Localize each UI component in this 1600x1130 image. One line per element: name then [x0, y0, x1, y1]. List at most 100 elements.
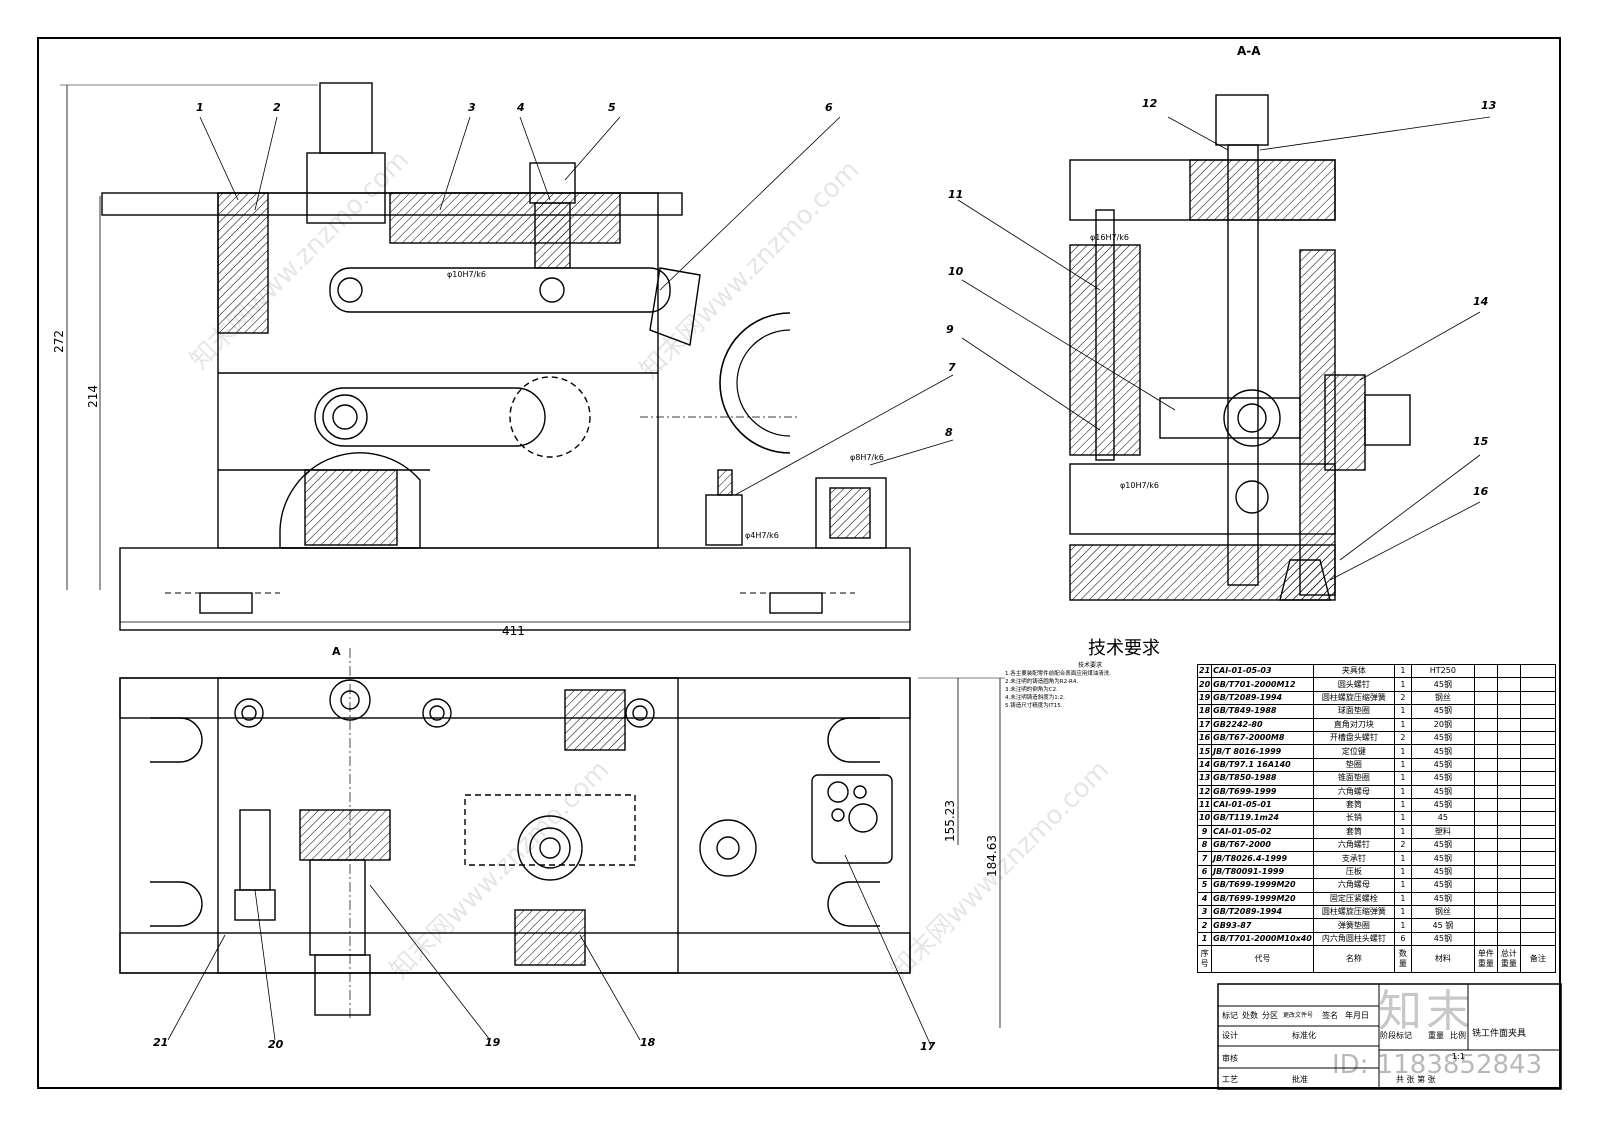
fit-callout-5: φ10H7/k6: [1120, 481, 1159, 490]
bom-cell: [1473, 838, 1498, 853]
bom-cell: 17: [1196, 717, 1213, 732]
bom-header-cell: 代号: [1211, 945, 1314, 974]
bom-cell: [1473, 784, 1498, 799]
bom-cell: 19: [1196, 690, 1213, 706]
part-label-2: 2: [273, 101, 281, 114]
bom-cell: 长销: [1312, 811, 1395, 826]
tb-label-sign: 签名: [1322, 1011, 1338, 1020]
bom-cell: GB/T119.1m24: [1211, 811, 1314, 826]
tech-requirements-notes: 技术要求 1.各主要装配零件前配合表面应用煤油清洗. 2.未注明的铸造圆角为R2…: [1005, 662, 1175, 710]
tech-requirements-title: 技术要求: [1088, 638, 1160, 659]
watermark-id: ID: 1183852843: [1332, 1050, 1543, 1080]
bom-header-cell: 总计重量: [1496, 945, 1521, 974]
bom-cell: 固定压紧螺栓: [1312, 891, 1395, 907]
bom-cell: [1473, 931, 1498, 947]
bom-cell: [1473, 905, 1498, 920]
bom-cell: 18: [1196, 704, 1213, 719]
bom-cell: [1496, 878, 1521, 893]
dim-body-height: 214: [86, 385, 100, 408]
bom-cell: [1496, 677, 1521, 692]
bom-cell: [1519, 931, 1556, 947]
bom-cell: [1519, 784, 1556, 799]
bom-cell: [1519, 744, 1556, 759]
bom-cell: 弹簧垫圈: [1312, 918, 1395, 933]
bom-cell: 定位键: [1312, 744, 1395, 759]
bom-cell: [1496, 757, 1521, 773]
bom-cell: [1473, 663, 1498, 679]
bom-cell: [1519, 851, 1556, 866]
title-block-grid: [1217, 983, 1562, 1090]
tech-note: 4.未注明铸造斜度为1:2.: [1005, 695, 1065, 701]
bom-cell: 45钢: [1410, 730, 1475, 746]
bom-cell: 1: [1393, 905, 1412, 920]
bom-cell: 压板: [1312, 864, 1395, 880]
bom-cell: 圆头螺钉: [1312, 677, 1395, 692]
bom-cell: 夹具体: [1312, 663, 1395, 679]
bom-cell: [1473, 730, 1498, 746]
bom-cell: [1519, 838, 1556, 853]
bom-cell: 圆柱螺旋压缩弹簧: [1312, 905, 1395, 920]
bom-cell: GB/T701-2000M10x40: [1211, 931, 1314, 947]
bom-cell: 10: [1196, 811, 1213, 826]
bom-cell: [1496, 905, 1521, 920]
tb-label-change: 更改文件号: [1283, 1012, 1314, 1019]
bom-cell: 钢丝: [1410, 690, 1475, 706]
dim-plan-w2: 184.63: [985, 835, 999, 877]
tb-label-review: 审核: [1222, 1054, 1238, 1063]
bom-cell: [1519, 663, 1556, 679]
bom-cell: [1496, 690, 1521, 706]
part-label-21: 21: [153, 1036, 169, 1049]
bom-cell: [1496, 918, 1521, 933]
bom-cell: 1: [1393, 717, 1412, 732]
bom-cell: [1496, 663, 1521, 679]
tb-label-zone: 分区: [1262, 1011, 1278, 1020]
tb-label-design: 设计: [1222, 1031, 1238, 1040]
bom-cell: GB/T701-2000M12: [1211, 677, 1314, 692]
bom-cell: 21: [1196, 663, 1213, 679]
bom-cell: 1: [1393, 757, 1412, 773]
bom-cell: 1: [1393, 677, 1412, 692]
bom-cell: GB/T699-1999M20: [1211, 878, 1314, 893]
bom-cell: 11: [1196, 797, 1213, 813]
bom-cell: 4: [1196, 891, 1213, 907]
bom-cell: [1473, 690, 1498, 706]
bom-cell: CAI-01-05-01: [1211, 797, 1314, 813]
tb-label-approve: 批准: [1292, 1075, 1308, 1084]
section-arrow: A: [332, 645, 341, 658]
tb-label-date: 年月日: [1345, 1011, 1369, 1020]
bom-cell: [1519, 905, 1556, 920]
bom-cell: 45钢: [1410, 771, 1475, 786]
bom-cell: 20: [1196, 677, 1213, 692]
bom-cell: 六角螺母: [1312, 878, 1395, 893]
bom-cell: 16: [1196, 730, 1213, 746]
tb-scale-value: 1:1: [1452, 1052, 1465, 1061]
bom-cell: [1496, 797, 1521, 813]
bom-cell: [1496, 824, 1521, 840]
side-view: [957, 94, 1491, 601]
dim-length: 411: [502, 624, 525, 638]
part-label-4: 4: [517, 101, 525, 114]
bom-cell: 1: [1393, 811, 1412, 826]
bom-cell: GB/T67-2000: [1211, 838, 1314, 853]
bom-cell: 垫圈: [1312, 757, 1395, 773]
bom-cell: GB/T67-2000M8: [1211, 730, 1314, 746]
bom-cell: [1473, 851, 1498, 866]
part-label-19: 19: [485, 1036, 501, 1049]
bom-cell: [1496, 784, 1521, 799]
bom-cell: 1: [1393, 663, 1412, 679]
part-label-12: 12: [1142, 97, 1158, 110]
bom-cell: [1496, 851, 1521, 866]
part-label-7: 7: [948, 361, 956, 374]
fit-callout-2: φ4H7/k6: [745, 531, 779, 540]
bom-cell: [1496, 931, 1521, 947]
